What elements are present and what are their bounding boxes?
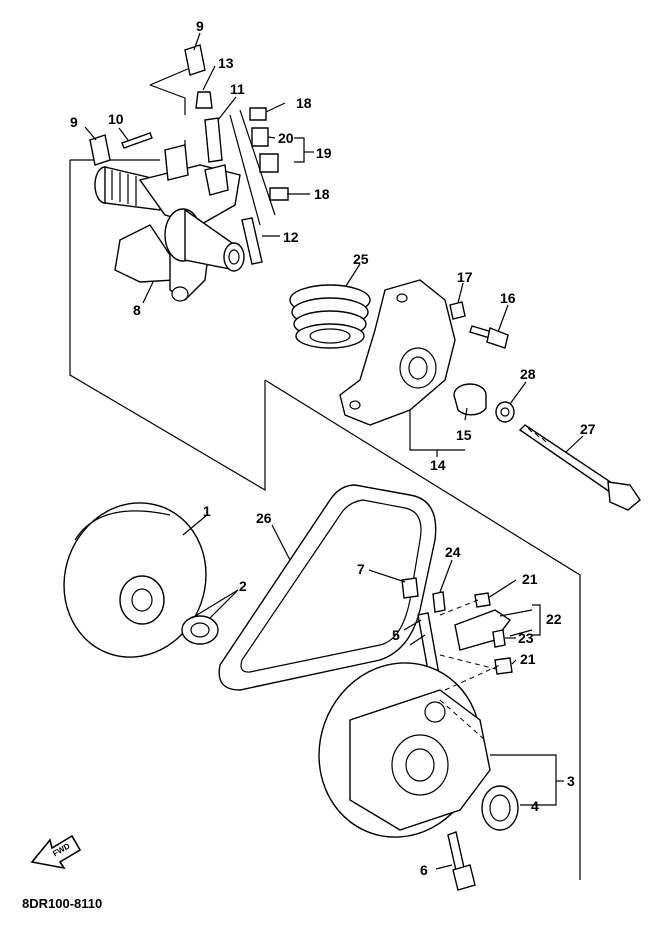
callout-6: 6 [420,862,428,878]
callout-5: 5 [392,627,400,643]
bolt-12 [241,217,263,265]
callout-18-bottom: 18 [314,186,330,202]
callout-25: 25 [353,251,369,267]
callout-26: 26 [256,510,272,526]
callout-18-top: 18 [296,95,312,111]
callout-13: 13 [218,55,234,71]
washer-21-top [474,592,491,608]
nut-17 [449,301,466,320]
callout-24: 24 [445,544,461,560]
callout-14: 14 [430,457,446,473]
bushing-20 [251,127,269,147]
callout-16: 16 [500,290,516,306]
callout-3: 3 [567,773,575,789]
callout-9-top: 9 [196,18,204,34]
dashed-lines [439,599,501,741]
callout-19: 19 [316,145,332,161]
callout-labels: 9 13 11 10 9 18 20 19 18 12 8 25 17 16 2… [70,18,596,878]
nut-13 [195,91,213,109]
bolt-27 [518,424,641,511]
washer-28 [495,401,515,423]
callout-9-left: 9 [70,114,78,130]
weight-7 [401,577,419,599]
callout-11: 11 [230,81,245,97]
callout-12: 12 [283,229,299,245]
bushing-4 [481,785,519,831]
callout-10: 10 [108,111,124,127]
movable-sheave-3 [318,662,491,838]
washer-18-bottom [269,187,289,201]
callout-1: 1 [203,503,211,519]
small-parts-mid [401,577,513,683]
spring-25 [289,284,371,349]
callout-21-top: 21 [522,571,538,587]
callout-23: 23 [518,630,534,646]
callout-27: 27 [580,421,596,437]
slider-9-top [184,44,206,76]
callout-4: 4 [531,798,539,814]
callout-21-bottom: 21 [520,651,536,667]
callout-8: 8 [133,302,141,318]
callout-2: 2 [239,578,247,594]
callout-15: 15 [456,427,472,443]
pin-23 [492,629,506,648]
bolt-16 [469,325,509,349]
frame-lines [69,67,581,880]
fwd-arrow: FWD [30,834,82,870]
pin-11 [204,117,223,163]
pin-10 [121,132,153,149]
diagram-code: 8DR100-8110 [22,896,102,911]
callout-17: 17 [457,269,473,285]
spider-assembly [94,144,245,302]
callout-28: 28 [520,366,536,382]
bolt-6 [447,831,476,891]
small-parts-top [89,44,289,265]
leader-lines [84,32,584,870]
washer-18-top [249,107,267,121]
bushing-19 [259,153,279,173]
drive-belt-26 [218,484,437,691]
fixed-sheave-1 [63,502,207,658]
cover-14 [339,279,456,426]
bushing-15 [453,383,487,416]
bushing-2 [181,615,219,645]
pin-24 [432,591,446,613]
callout-22: 22 [546,611,562,627]
callout-7: 7 [357,561,365,577]
callout-20: 20 [278,130,294,146]
slider-9-left [89,134,111,166]
